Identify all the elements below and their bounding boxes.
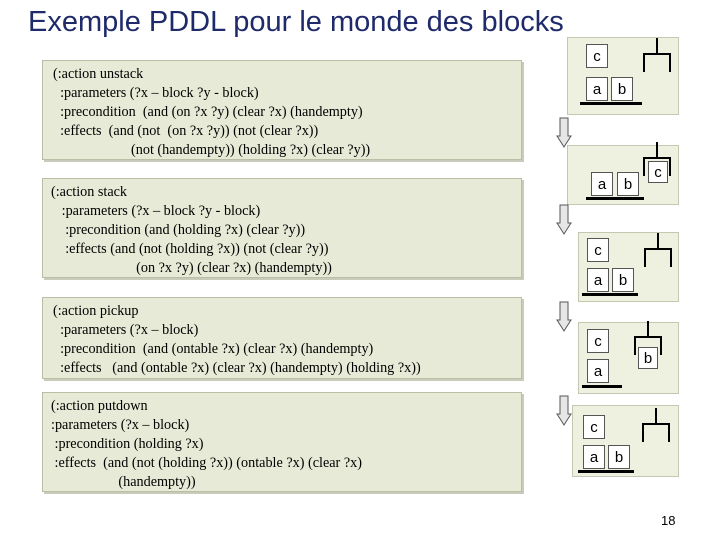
code-line: (not (handempty)) (holding ?x) (clear ?y… xyxy=(53,142,371,158)
down-arrow-icon xyxy=(556,204,572,235)
code-line: :parameters (?x – block ?y - block) xyxy=(51,203,261,219)
table-floor xyxy=(586,197,644,200)
code-line: :effects (and (ontable ?x) (clear ?x) (h… xyxy=(53,360,421,376)
code-line: :precondition (and (ontable ?x) (clear ?… xyxy=(53,341,374,357)
block-c: c xyxy=(587,238,609,262)
action-pickup-box: (:action pickup :parameters (?x – block)… xyxy=(42,297,522,379)
code-line: :effects (and (not (holding ?x)) (ontabl… xyxy=(51,455,362,471)
robot-hand-icon xyxy=(643,38,671,72)
robot-hand-icon xyxy=(642,408,670,442)
block-a: a xyxy=(591,172,613,196)
block-b: b xyxy=(608,445,630,469)
block-c: c xyxy=(583,415,605,439)
scene-after-stack: c a b xyxy=(578,232,679,302)
code-line: :parameters (?x – block) xyxy=(53,322,199,338)
block-c: c xyxy=(648,161,668,183)
code-line: (:action stack xyxy=(51,184,128,200)
code-line: (:action unstack xyxy=(53,66,144,82)
block-a: a xyxy=(587,359,609,383)
slide-title: Exemple PDDL pour le monde des blocks xyxy=(28,6,564,38)
page-number: 18 xyxy=(661,513,676,528)
code-line: (:action pickup xyxy=(53,303,139,319)
action-unstack-box: (:action unstack :parameters (?x – block… xyxy=(42,60,522,160)
block-c: c xyxy=(587,329,609,353)
table-floor xyxy=(582,293,638,296)
code-line: :effects (and (not (on ?x ?y)) (not (cle… xyxy=(53,123,319,139)
action-putdown-box: (:action putdown :parameters (?x – block… xyxy=(42,392,522,492)
block-b: b xyxy=(617,172,639,196)
down-arrow-icon xyxy=(556,395,572,426)
scene-initial: c a b xyxy=(567,37,679,115)
down-arrow-icon xyxy=(556,117,572,148)
table-floor xyxy=(580,102,642,105)
code-line: :effects (and (not (holding ?x)) (not (c… xyxy=(51,241,329,257)
block-a: a xyxy=(587,268,609,292)
scene-holding-b: c a b xyxy=(578,321,679,394)
table-floor xyxy=(578,470,634,473)
block-b: b xyxy=(612,268,634,292)
scene-final: c a b xyxy=(572,405,679,477)
robot-hand-icon xyxy=(643,142,671,176)
code-line: :parameters (?x – block ?y - block) xyxy=(53,85,259,101)
code-line: (on ?x ?y) (clear ?x) (handempty)) xyxy=(51,260,332,276)
code-line: :precondition (holding ?x) xyxy=(51,436,204,452)
table-floor xyxy=(582,385,622,388)
block-a: a xyxy=(583,445,605,469)
down-arrow-icon xyxy=(556,301,572,332)
action-stack-box: (:action stack :parameters (?x – block ?… xyxy=(42,178,522,278)
code-line: (:action putdown xyxy=(51,398,148,414)
block-b: b xyxy=(638,347,658,369)
code-line: (handempty)) xyxy=(51,474,196,490)
code-line: :parameters (?x – block) xyxy=(51,417,190,433)
code-line: :precondition (and (holding ?x) (clear ?… xyxy=(51,222,306,238)
block-c: c xyxy=(586,44,608,68)
block-a: a xyxy=(586,77,608,101)
block-b: b xyxy=(611,77,633,101)
robot-hand-icon xyxy=(634,321,662,355)
robot-hand-icon xyxy=(644,233,672,267)
code-line: :precondition (and (on ?x ?y) (clear ?x)… xyxy=(53,104,363,120)
scene-holding-c: a b c xyxy=(567,142,679,205)
